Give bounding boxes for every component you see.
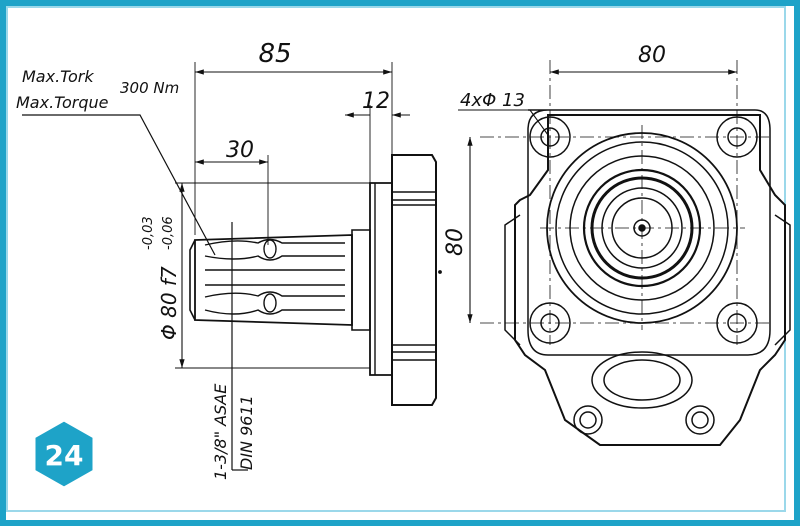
side-view <box>22 62 442 471</box>
tolerance-lower: -0,06 <box>161 216 176 250</box>
dim-bolt-height: 80 <box>443 228 468 256</box>
badge-hexagon <box>32 418 96 490</box>
front-view <box>458 60 791 446</box>
shaft-diameter: Φ 80 f7 <box>157 266 181 340</box>
dim-flange-thickness: 12 <box>362 89 390 114</box>
torque-label-tork: Max.Tork <box>22 67 94 86</box>
spline-standard: DIN 9611 <box>237 395 256 470</box>
spline-spec: 1-3/8" ASAE <box>211 383 230 480</box>
tolerance-upper: -0,03 <box>141 216 156 250</box>
side-pilot <box>369 182 393 376</box>
torque-label-torque: Max.Torque <box>16 93 109 112</box>
dim-overall-length: 85 <box>258 39 291 69</box>
badge-number: 24 <box>45 439 84 472</box>
front-housing <box>514 114 786 446</box>
dim-hole-count: 4xΦ 13 <box>460 90 525 111</box>
side-shaft <box>351 229 371 331</box>
side-flange <box>391 154 437 406</box>
torque-value: 300 Nm <box>120 79 179 97</box>
dim-shaft-length: 30 <box>226 138 254 163</box>
dim-bolt-width: 80 <box>638 43 666 68</box>
page-number-badge: 24 <box>32 418 96 490</box>
